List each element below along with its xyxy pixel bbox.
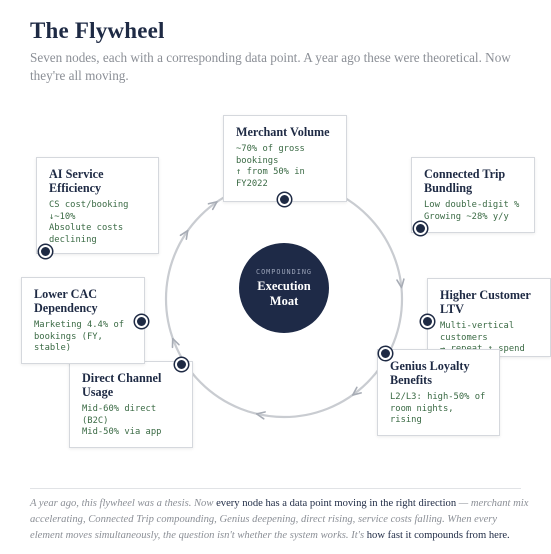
node-dot-higher-ltv	[421, 315, 434, 328]
footer-emphasis-2: how fast it compounds from here.	[366, 530, 510, 541]
node-dot-merchant-volume	[278, 193, 291, 206]
node-title: Connected Trip Bundling	[424, 167, 506, 195]
node-title: Genius Loyalty Benefits	[390, 359, 470, 387]
node-card-higher-ltv[interactable]: Higher Customer LTV Multi-vertical custo…	[427, 278, 551, 357]
flow-arrow-3	[351, 386, 362, 396]
page-subtitle: Seven nodes, each with a corresponding d…	[30, 50, 511, 83]
node-dot-direct-channel	[175, 358, 188, 371]
node-card-lower-cac[interactable]: Lower CAC Dependency Marketing 4.4% of b…	[21, 277, 145, 364]
footer-emphasis-1: every node has a data point moving in th…	[216, 498, 457, 509]
node-card-genius-loyalty[interactable]: Genius Loyalty Benefits L2/L3: high-50% …	[377, 349, 500, 436]
node-dot-ai-efficiency	[39, 245, 52, 258]
node-data: Mid-60% direct (B2C) Mid-50% via app	[82, 404, 162, 437]
flow-arrow-5	[171, 337, 180, 349]
node-dot-genius-loyalty	[379, 347, 392, 360]
footer-text-1: A year ago, this flywheel was a thesis. …	[30, 498, 217, 509]
hub-title-line1: Execution	[257, 278, 311, 293]
node-data: Marketing 4.4% of bookings (FY, stable)	[34, 320, 125, 353]
node-card-connected-trip[interactable]: Connected Trip Bundling Low double-digit…	[411, 157, 535, 233]
node-data: CS cost/booking ↓~10% Absolute costs dec…	[49, 200, 129, 245]
page-title: The Flywheel	[30, 18, 165, 43]
node-title: Lower CAC Dependency	[34, 287, 98, 315]
node-data: ~70% of gross bookings ↑ from 50% in FY2…	[236, 144, 305, 189]
node-card-merchant-volume[interactable]: Merchant Volume ~70% of gross bookings ↑…	[223, 115, 347, 202]
node-dot-connected-trip	[414, 222, 427, 235]
flow-arrow-7	[207, 200, 218, 211]
node-title: AI Service Efficiency	[49, 167, 104, 195]
flow-arrow-6	[179, 229, 189, 240]
hub-execution-moat: COMPOUNDING Execution Moat	[239, 243, 329, 333]
node-card-direct-channel[interactable]: Direct Channel Usage Mid-60% direct (B2C…	[69, 361, 193, 448]
node-data: L2/L3: high-50% of room nights, rising	[390, 392, 486, 425]
node-dot-lower-cac	[135, 315, 148, 328]
node-title: Merchant Volume	[236, 125, 330, 139]
node-title: Higher Customer LTV	[440, 288, 531, 316]
footer-text-2: — merchant mix accelerating, Connected T…	[30, 498, 529, 541]
footer-divider	[30, 488, 521, 489]
node-title: Direct Channel Usage	[82, 371, 162, 399]
flow-arrow-4	[255, 411, 266, 420]
hub-title-line2: Moat	[269, 293, 299, 308]
footer-paragraph: A year ago, this flywheel was a thesis. …	[30, 496, 530, 544]
node-card-ai-efficiency[interactable]: AI Service Efficiency CS cost/booking ↓~…	[36, 157, 159, 254]
node-data: Low double-digit % Growing ~28% y/y	[424, 200, 520, 222]
flow-arrow-2	[396, 278, 405, 289]
hub-kicker: COMPOUNDING	[255, 267, 312, 276]
